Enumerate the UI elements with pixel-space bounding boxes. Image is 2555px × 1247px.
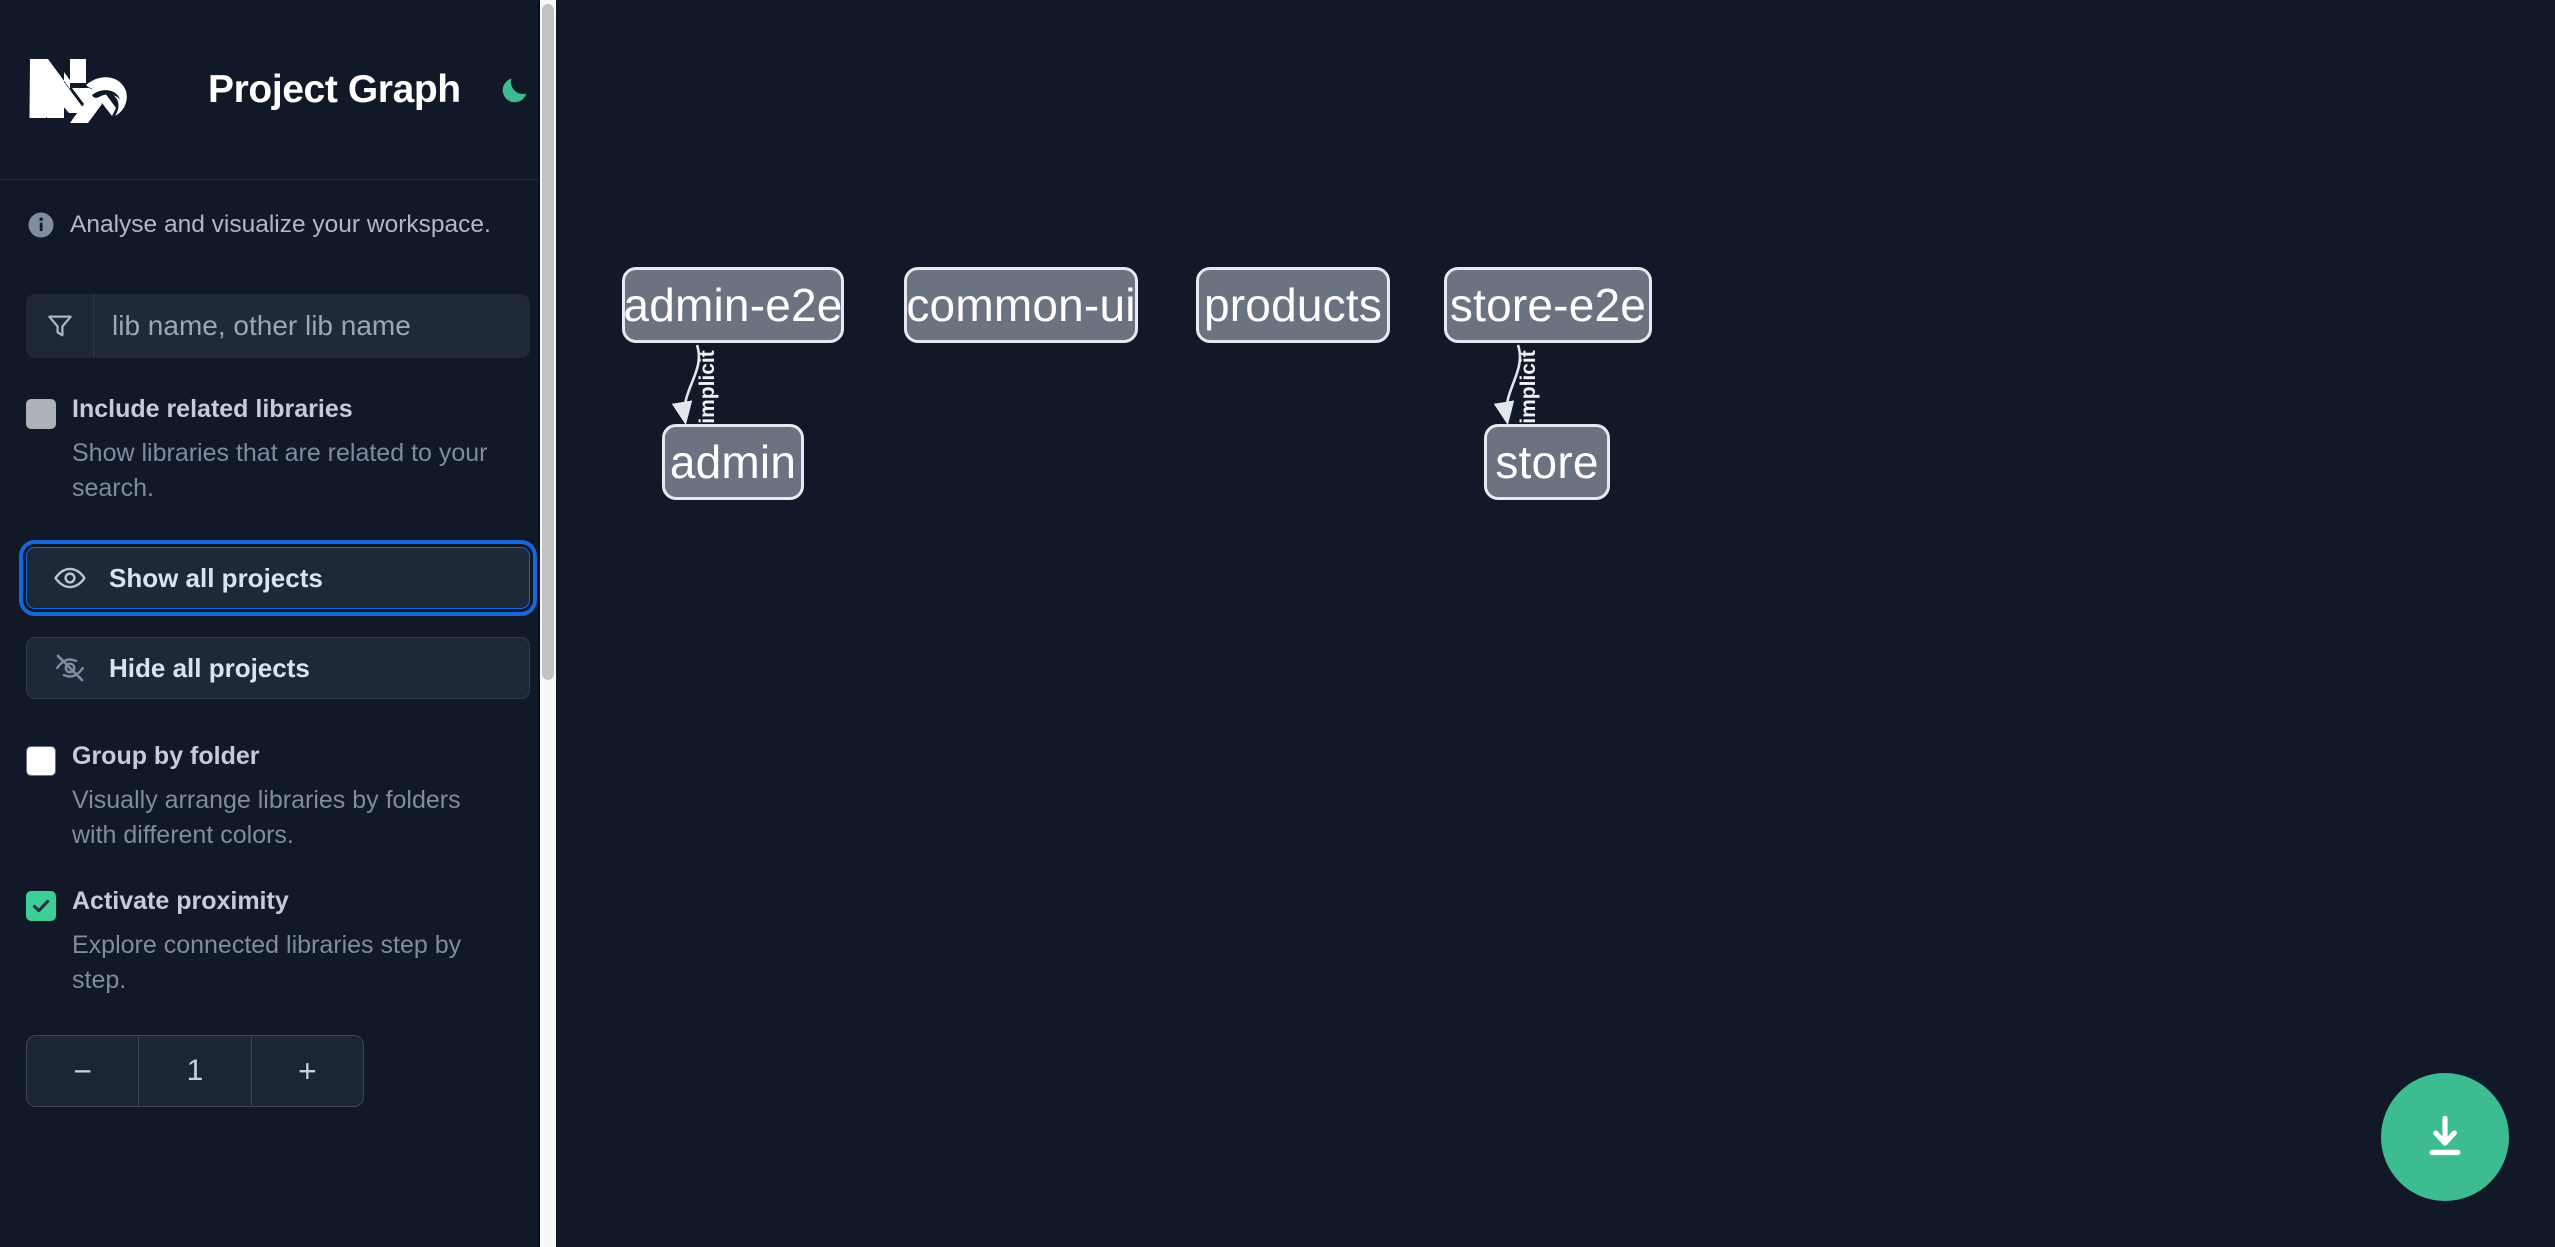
graph-node-admin-e2e[interactable]: admin-e2e [622,267,844,343]
check-icon [33,899,50,913]
sidebar-divider [538,0,540,1247]
hide-all-projects-button[interactable]: Hide all projects [26,637,530,699]
graph-node-store-e2e[interactable]: store-e2e [1444,267,1652,343]
proximity-stepper-wrap: − 1 + [0,1035,556,1107]
option-activate-proximity[interactable]: Activate proximity Explore connected lib… [0,887,556,997]
graph-canvas[interactable]: implicit implicit admin-e2e common-ui pr… [556,0,2555,1247]
download-graph-button[interactable] [2381,1073,2509,1201]
include-related-libraries-label: Include related libraries [72,395,353,423]
search-input[interactable] [94,294,530,358]
filter-box[interactable] [26,294,530,358]
graph-edges [671,344,1522,426]
nx-logo [29,58,127,123]
edge-label-store-implicit: implicit [1516,350,1540,424]
include-related-libraries-description: Show libraries that are related to your … [72,439,488,502]
sidebar-scrollbar[interactable] [540,0,556,1247]
include-related-libraries-checkbox[interactable] [26,399,56,429]
info-icon [28,212,54,238]
workspace-info: Analyse and visualize your workspace. [0,180,556,270]
activate-proximity-description: Explore connected libraries step by step… [72,931,462,994]
group-by-folder-description: Visually arrange libraries by folders wi… [72,786,461,849]
sidebar: Project Graph Analyse and visualize your… [0,0,556,1247]
sidebar-scrollbar-thumb[interactable] [542,4,554,680]
activate-proximity-label: Activate proximity [72,887,289,915]
option-include-related-libraries[interactable]: Include related libraries Show libraries… [0,395,556,505]
option-group-by-folder[interactable]: Group by folder Visually arrange librari… [0,742,556,852]
proximity-stepper[interactable]: − 1 + [26,1035,364,1107]
show-all-projects-button[interactable]: Show all projects [19,540,537,616]
graph-node-admin[interactable]: admin [662,424,804,500]
eye-off-icon [53,651,87,685]
activate-proximity-checkbox[interactable] [26,891,56,921]
show-hide-buttons: Show all projects Hide all projects [0,540,556,699]
download-icon [2429,1115,2461,1156]
filter-section [0,294,556,358]
proximity-value: 1 [186,1054,204,1087]
proximity-decrement-button[interactable]: − [27,1036,138,1106]
graph-node-common-ui[interactable]: common-ui [904,267,1138,343]
moon-icon[interactable] [493,68,537,112]
stepper-divider-right [250,1036,252,1106]
page-title: Project Graph [208,67,461,111]
show-all-projects-label: Show all projects [109,562,323,593]
sidebar-header: Project Graph [0,0,556,180]
graph-node-store[interactable]: store [1484,424,1610,500]
graph-node-products[interactable]: products [1196,267,1390,343]
filter-funnel-icon [26,294,94,358]
stepper-divider-left [138,1036,140,1106]
workspace-info-text: Analyse and visualize your workspace. [70,211,491,238]
group-by-folder-label: Group by folder [72,742,260,770]
group-by-folder-checkbox[interactable] [26,746,56,776]
proximity-increment-button[interactable]: + [252,1036,363,1106]
eye-icon [53,561,87,595]
hide-all-projects-label: Hide all projects [109,652,310,683]
edge-label-admin-implicit: implicit [695,350,719,424]
